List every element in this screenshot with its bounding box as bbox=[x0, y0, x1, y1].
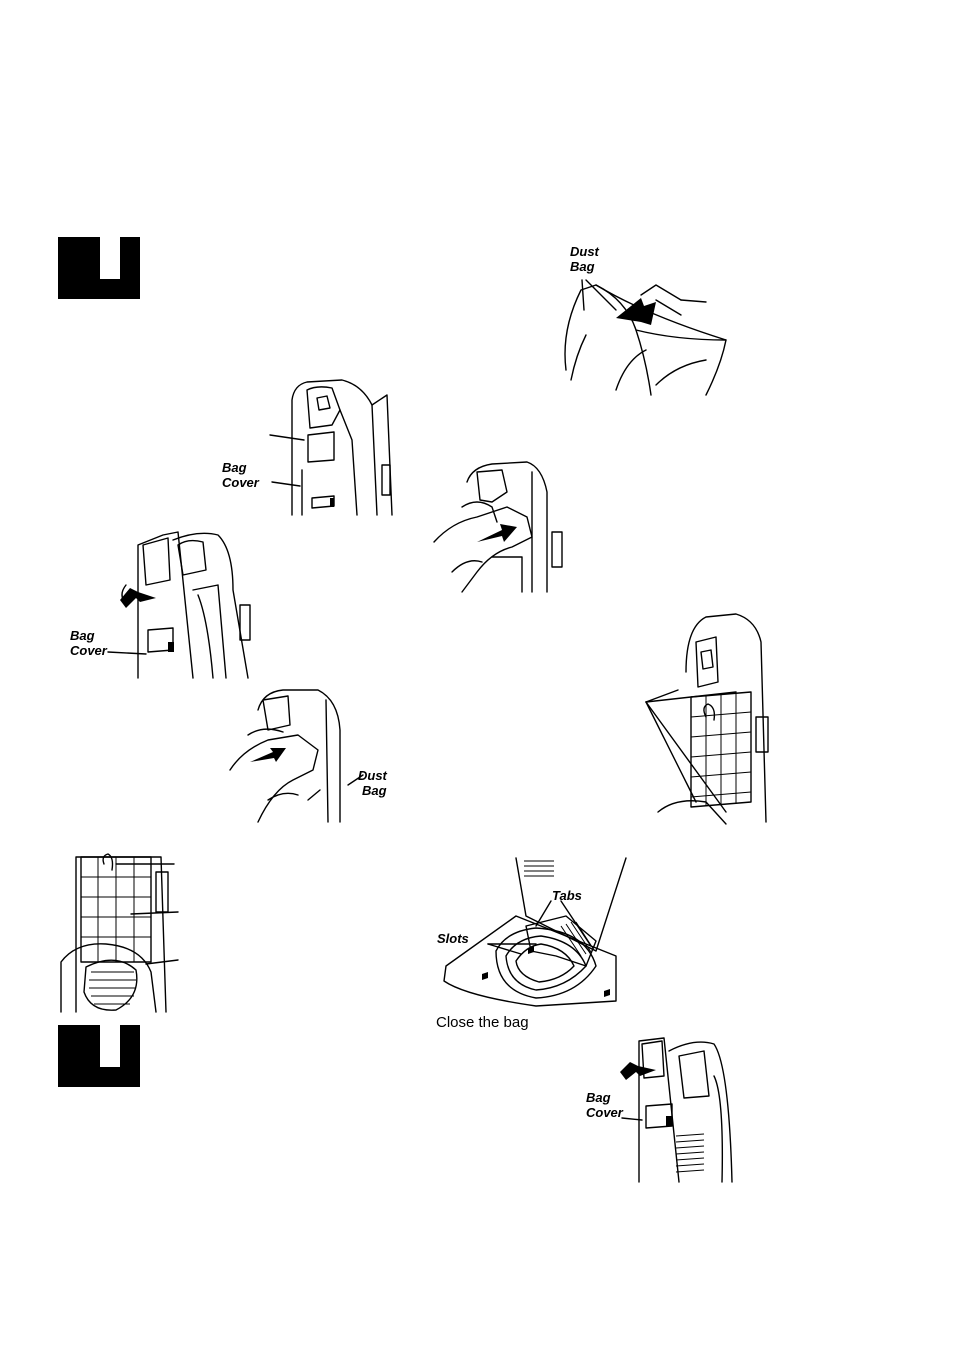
open-grid-illustration bbox=[656, 612, 776, 824]
close-bag-caption: Close the bag bbox=[436, 1014, 529, 1031]
tabs-slots-illustration: Tabs Slots bbox=[436, 856, 631, 1008]
dust-bag-label: Dust Bag bbox=[570, 244, 599, 274]
step-marker-1 bbox=[58, 237, 140, 299]
bag-cover-open-label: Bag Cover bbox=[70, 628, 107, 658]
bag-cover-final-label: Bag Cover bbox=[586, 1090, 623, 1120]
step-marker-2 bbox=[58, 1025, 140, 1087]
bag-cover-final-illustration: Bag Cover bbox=[584, 1036, 744, 1184]
remove-bag-illustration: Dust Bag bbox=[228, 690, 393, 824]
tabs-label: Tabs bbox=[552, 888, 582, 903]
insert-bag-illustration bbox=[432, 462, 572, 594]
dust-bag-remove-label: Dust Bag bbox=[358, 768, 387, 798]
bag-cover-closed-illustration: Bag Cover bbox=[222, 380, 402, 518]
dust-bag-illustration: Dust Bag bbox=[556, 240, 736, 400]
bag-cover-label: Bag Cover bbox=[222, 460, 259, 490]
bag-cover-open-illustration: Bag Cover bbox=[68, 530, 263, 680]
slots-label: Slots bbox=[437, 931, 469, 946]
grid-fan-illustration bbox=[56, 852, 181, 1014]
